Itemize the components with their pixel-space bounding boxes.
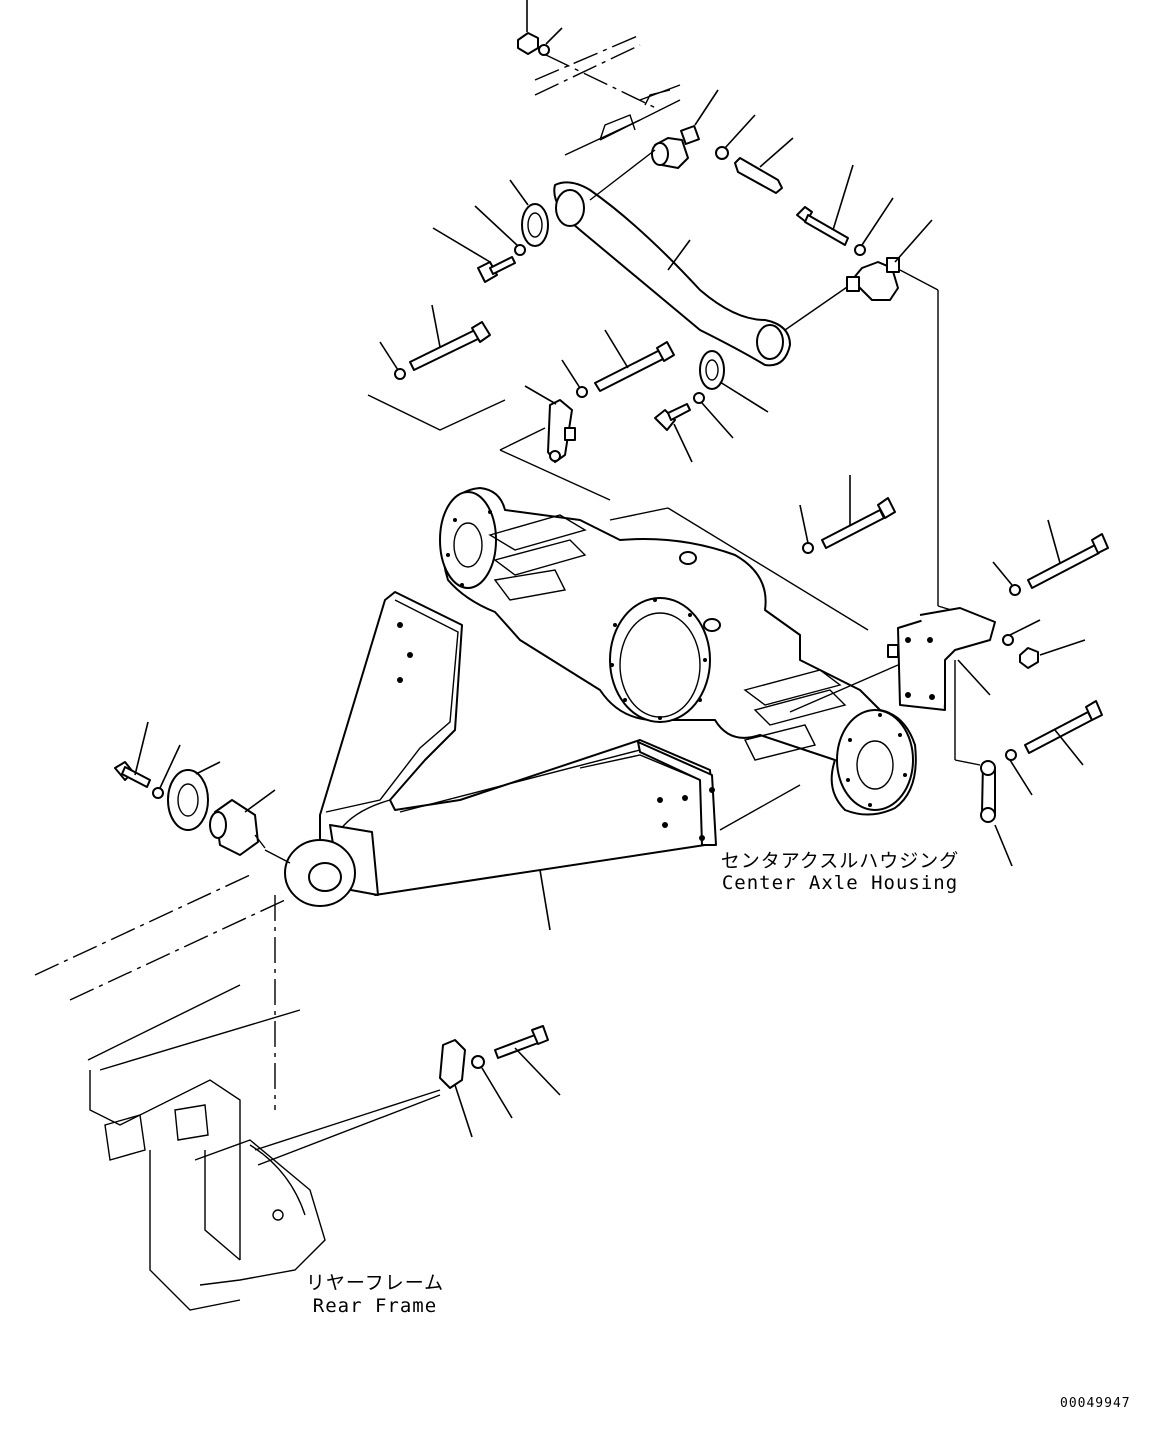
a-frame-link xyxy=(284,591,717,931)
center-axle-housing xyxy=(439,487,917,831)
upper-right-bolts xyxy=(796,164,959,613)
rear-frame-label-en: Rear Frame xyxy=(312,1295,438,1317)
rear-frame xyxy=(34,874,441,1311)
center-axle-housing-label-jp: センタアクスルハウジング xyxy=(720,850,960,872)
center-axle-housing-label-en: Center Axle Housing xyxy=(721,872,959,894)
rear-frame-label-jp: リヤーフレーム xyxy=(305,1272,445,1294)
mid-long-bolts xyxy=(367,304,769,463)
right-bracket-assembly xyxy=(789,475,1109,867)
drawing-number: 00049947 xyxy=(1060,1396,1131,1411)
trunnion-bolt-set xyxy=(114,721,291,864)
upper-bushing-1 xyxy=(651,89,794,194)
left-seal-ring xyxy=(432,179,549,283)
upper-link-arm xyxy=(553,149,851,367)
upper-frame-phantom xyxy=(534,34,681,156)
small-bracket-left xyxy=(499,385,611,501)
top-nut xyxy=(517,0,661,111)
lower-bracket-bolt xyxy=(439,1025,561,1138)
